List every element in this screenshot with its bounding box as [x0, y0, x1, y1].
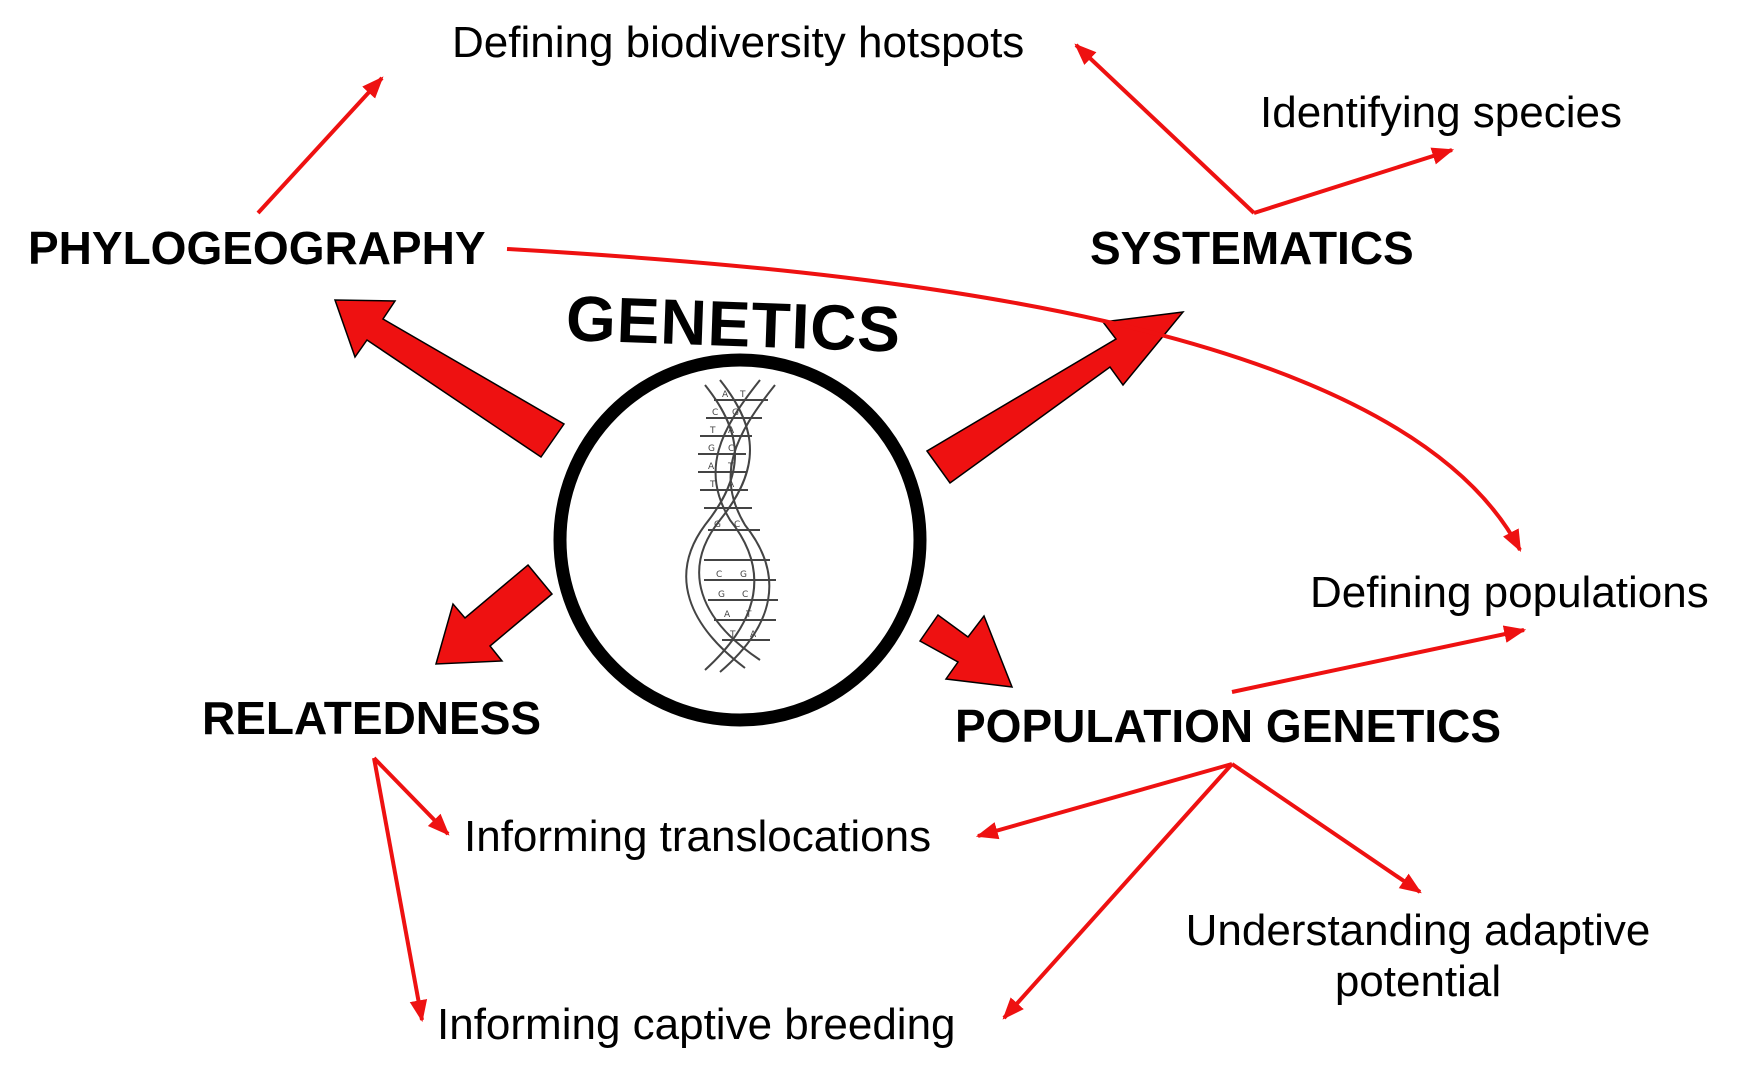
svg-text:G: G	[708, 444, 715, 454]
arrow-popgen-to-translocations	[975, 762, 1233, 840]
center-title: GENETICS	[564, 282, 903, 366]
svg-text:G: G	[718, 590, 725, 600]
arrow-popgen-to-adaptive-potential	[1230, 762, 1422, 894]
svg-text:C: C	[712, 408, 718, 418]
svg-text:T: T	[709, 426, 716, 436]
arrow-to-systematics	[925, 311, 1185, 485]
svg-text:C: C	[734, 520, 740, 530]
svg-text:A: A	[728, 426, 735, 436]
svg-text:G: G	[732, 408, 739, 418]
arrow-systematics-to-species	[1253, 147, 1455, 215]
topic-phylogeography: PHYLOGEOGRAPHY	[28, 222, 486, 274]
topic-systematics: SYSTEMATICS	[1090, 222, 1414, 274]
topic-relatedness: RELATEDNESS	[202, 692, 542, 744]
outcome-defining-populations: Defining populations	[1310, 568, 1709, 617]
topic-population-genetics: POPULATION GENETICS	[955, 700, 1502, 752]
outcome-biodiversity-hotspots: Defining biodiversity hotspots	[452, 18, 1025, 67]
arrow-to-relatedness	[434, 563, 554, 665]
arrow-to-population-genetics	[918, 613, 1014, 688]
svg-text:A: A	[708, 462, 715, 472]
svg-text:C: C	[728, 444, 734, 454]
svg-text:C: C	[716, 570, 722, 580]
arrow-phylogeography-to-hotspots	[256, 76, 384, 215]
arrow-systematics-to-hotspots	[1074, 43, 1256, 215]
svg-text:T: T	[729, 630, 736, 640]
svg-text:T: T	[745, 610, 752, 620]
outcome-identifying-species: Identifying species	[1260, 88, 1622, 137]
svg-text:T: T	[739, 390, 746, 400]
arrow-popgen-to-captive-breeding	[1002, 762, 1234, 1020]
svg-text:T: T	[709, 480, 716, 490]
svg-text:G: G	[714, 520, 721, 530]
outcome-understanding-adaptive-potential: Understanding adaptive potential	[1185, 906, 1651, 1006]
outcome-informing-translocations: Informing translocations	[464, 812, 932, 861]
svg-text:A: A	[724, 610, 731, 620]
outcome-informing-captive-breeding: Informing captive breeding	[437, 1000, 956, 1049]
svg-text:A: A	[750, 630, 757, 640]
arrow-relatedness-to-captive-breeding	[372, 757, 428, 1023]
arrow-popgen-to-populations	[1231, 625, 1527, 694]
arrow-phylogeography-to-populations	[506, 247, 1522, 552]
genetics-circle	[553, 353, 927, 727]
svg-text:G: G	[740, 570, 747, 580]
svg-text:A: A	[728, 480, 735, 490]
arrow-relatedness-to-translocations	[372, 756, 450, 836]
svg-text:C: C	[742, 590, 748, 600]
arrow-to-phylogeography	[333, 299, 566, 459]
svg-text:T: T	[727, 462, 734, 472]
svg-text:A: A	[722, 390, 729, 400]
